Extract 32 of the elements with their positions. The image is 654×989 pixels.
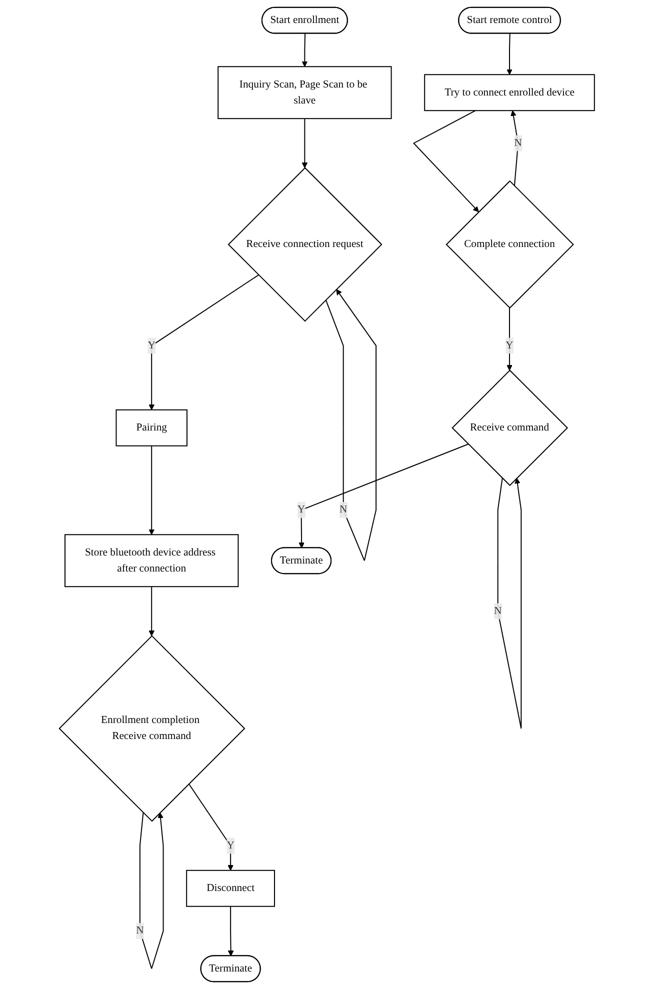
edge-label: Y bbox=[226, 840, 235, 852]
node-box: Inquiry Scan, Page Scan to be slave bbox=[218, 66, 392, 120]
node-box: Pairing bbox=[116, 409, 188, 446]
arrow bbox=[298, 444, 469, 548]
edge-label: N bbox=[340, 504, 348, 516]
edge-label: N bbox=[514, 137, 522, 149]
arrow bbox=[188, 783, 234, 871]
arrow bbox=[413, 110, 480, 212]
node-diamond: Complete connection bbox=[446, 180, 574, 309]
edge-label: N bbox=[136, 925, 144, 936]
arrow bbox=[510, 110, 519, 186]
arrow bbox=[228, 906, 234, 956]
arrow bbox=[148, 445, 155, 535]
node-diamond: Receive connection request bbox=[228, 167, 382, 322]
arrow bbox=[506, 33, 513, 75]
edge-label: Y bbox=[148, 340, 156, 352]
arrow bbox=[148, 586, 155, 636]
arrow bbox=[148, 274, 260, 410]
node-diamond: Receive command bbox=[452, 370, 568, 486]
arrow bbox=[140, 812, 164, 970]
node-box: Store bluetooth device address after connection bbox=[64, 534, 239, 588]
edge-label: Y bbox=[506, 340, 514, 352]
arrow bbox=[506, 307, 513, 371]
node-diamond: Enrollment completion Receive command bbox=[58, 635, 246, 822]
edge-label: Y bbox=[298, 504, 306, 516]
arrow bbox=[497, 478, 522, 729]
arrow bbox=[302, 118, 308, 168]
node-box: Disconnect bbox=[186, 870, 276, 907]
node-box: Try to connect enrolled device bbox=[424, 74, 596, 112]
arrow bbox=[302, 33, 308, 67]
edge-label: N bbox=[494, 605, 502, 617]
arrow bbox=[325, 289, 377, 562]
